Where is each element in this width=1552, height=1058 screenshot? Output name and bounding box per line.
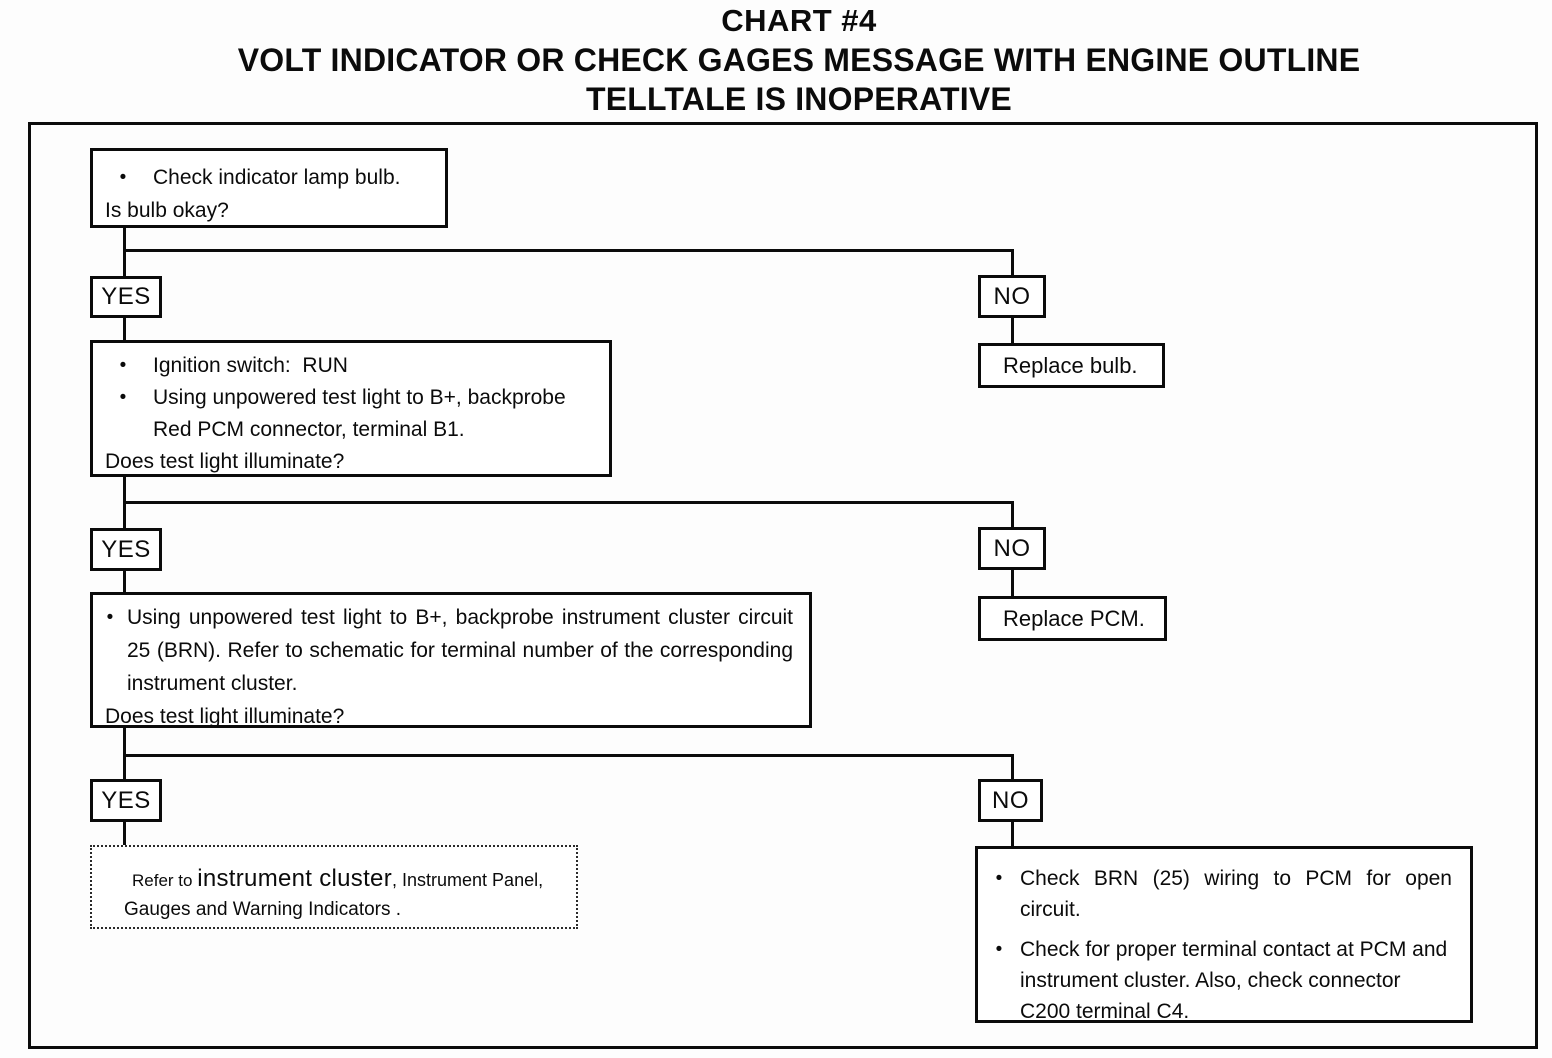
refer-cluster-line1: Refer to instrument cluster, Instrument …: [92, 847, 576, 895]
action-check-wiring: • Check BRN (25) wiring to PCM for open …: [975, 846, 1473, 1023]
step-ignition-question: Does test light illuminate?: [105, 450, 345, 473]
decision-yes-2: YES: [90, 528, 162, 571]
connector-line: [123, 569, 126, 593]
connector-line: [123, 754, 1014, 757]
bullet-icon: •: [119, 355, 127, 376]
decision-no-2: NO: [978, 527, 1046, 570]
connector-line: [1011, 821, 1014, 848]
step-check-bulb-text: Check indicator lamp bulb.: [153, 166, 401, 189]
step-cluster-test-text: Using unpowered test light to B+, backpr…: [127, 606, 793, 695]
connector-line: [123, 821, 126, 847]
connector-line: [1011, 754, 1014, 781]
connector-line: [123, 249, 1014, 252]
chart-number: CHART #4: [721, 3, 877, 38]
action-replace-pcm: Replace PCM.: [978, 596, 1167, 641]
decision-yes-3: YES: [90, 779, 162, 822]
connector-line: [123, 317, 126, 340]
refer-cluster-line2: Gauges and Warning Indicators .: [124, 899, 402, 920]
step-check-bulb-question: Is bulb okay?: [105, 199, 229, 222]
connector-line: [1011, 317, 1014, 345]
step-check-bulb: • Check indicator lamp bulb. Is bulb oka…: [90, 148, 448, 228]
bullet-icon: •: [119, 387, 127, 408]
action-replace-bulb: Replace bulb.: [978, 343, 1165, 388]
step-ignition-test: • Ignition switch: RUN • Using unpowered…: [90, 340, 612, 477]
bullet-icon: •: [106, 607, 114, 628]
connector-line: [123, 501, 1014, 504]
refer-cluster-suffix: , Instrument Panel,: [392, 870, 544, 890]
flowchart-frame: [28, 122, 1538, 1049]
step-cluster-question: Does test light illuminate?: [105, 705, 345, 728]
bullet-icon: •: [119, 167, 127, 188]
action-refer-cluster: Refer to instrument cluster, Instrument …: [90, 845, 578, 929]
step-ignition-switch-text: Ignition switch: RUN: [153, 354, 348, 377]
chart-title-line2: VOLT INDICATOR OR CHECK GAGES MESSAGE WI…: [237, 42, 1361, 78]
decision-yes-1: YES: [90, 276, 162, 318]
connector-line: [1011, 501, 1014, 528]
bullet-icon: •: [995, 939, 1003, 960]
decision-no-3: NO: [978, 779, 1043, 822]
connector-line: [123, 228, 126, 278]
connector-line: [1011, 569, 1014, 597]
chart-title-line3: TELLTALE IS INOPERATIVE: [586, 81, 1012, 117]
bullet-icon: •: [995, 868, 1003, 889]
refer-cluster-emphasis: instrument cluster: [197, 865, 393, 892]
refer-cluster-prefix: Refer to: [132, 871, 198, 890]
chart-title: CHART #4 VOLT INDICATOR OR CHECK GAGES M…: [0, 2, 1552, 119]
check-wiring-terminal-contact: Check for proper terminal contact at PCM…: [1020, 938, 1448, 1023]
check-wiring-open-circuit: Check BRN (25) wiring to PCM for open ci…: [1020, 867, 1452, 921]
step-ignition-probe-text: Using unpowered test light to B+, backpr…: [153, 386, 566, 441]
step-cluster-test: • Using unpowered test light to B+, back…: [90, 592, 812, 728]
connector-line: [1011, 249, 1014, 277]
decision-no-1: NO: [978, 275, 1046, 318]
